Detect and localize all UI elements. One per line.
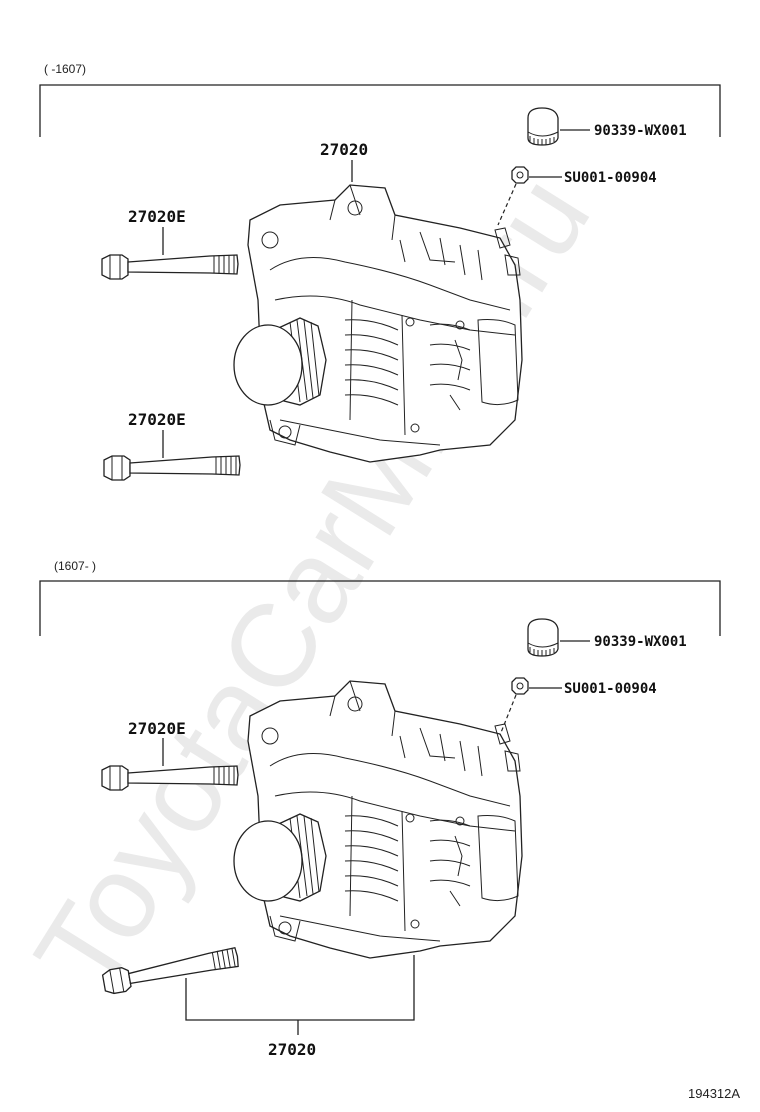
part-label-cap: 90339-WX001 <box>594 634 687 650</box>
part-label-alternator: 27020 <box>320 140 368 159</box>
date-range-label: (1607- ) <box>54 559 96 573</box>
part-label-nut: SU001-00904 <box>564 170 657 186</box>
group-bracket <box>39 580 721 636</box>
part-label-alternator: 27020 <box>268 1040 316 1059</box>
part-label-nut: SU001-00904 <box>564 681 657 697</box>
part-label-cap: 90339-WX001 <box>594 123 687 139</box>
part-label-bolt: 27020E <box>128 410 186 429</box>
nut-illustration <box>511 677 529 695</box>
group-bracket <box>39 84 721 137</box>
bolt-illustration-top <box>101 254 239 280</box>
date-range-label: ( -1607) <box>44 62 86 76</box>
part-label-bolt: 27020E <box>128 207 186 226</box>
nut-illustration <box>511 166 529 184</box>
alternator-illustration <box>233 680 523 959</box>
part-label-bolt: 27020E <box>128 719 186 738</box>
cap-illustration <box>527 107 559 146</box>
cap-illustration <box>527 618 559 657</box>
image-id: 194312A <box>688 1086 740 1101</box>
bolt-illustration-bottom <box>103 455 241 481</box>
